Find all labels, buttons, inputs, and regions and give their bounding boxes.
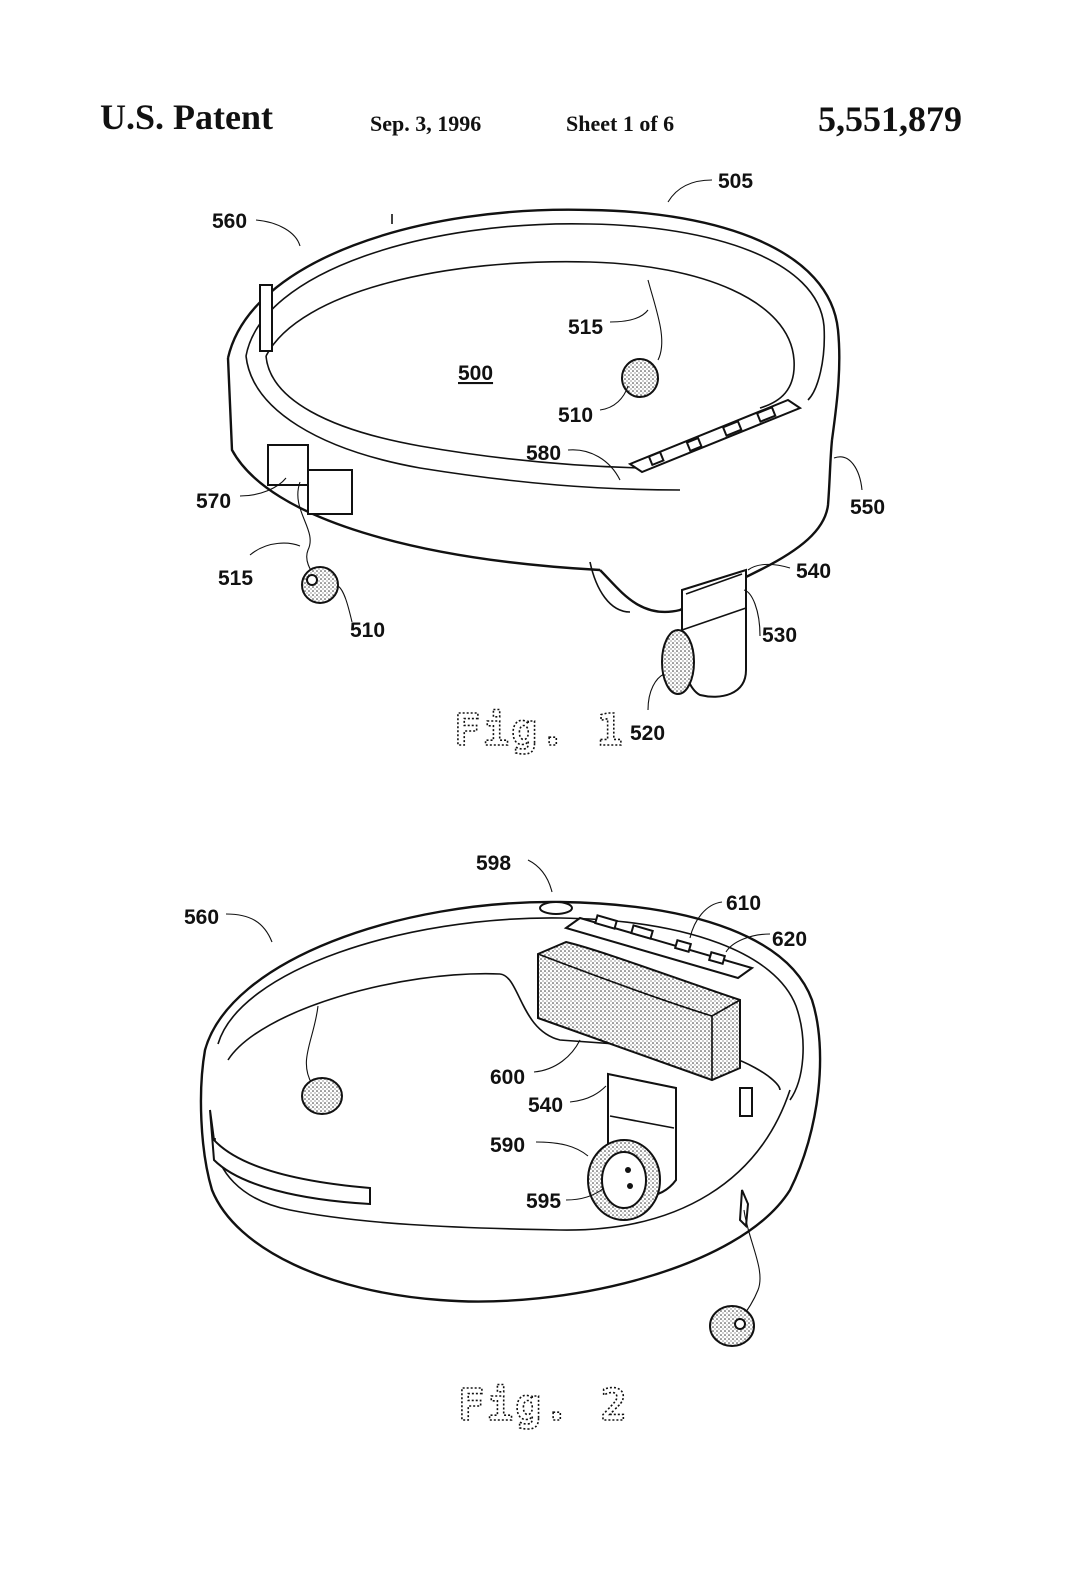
- ref-580: 580: [526, 442, 561, 465]
- ref-510: 510: [558, 404, 593, 427]
- patent-number: 5,551,879: [818, 99, 962, 139]
- figure-2-drawing: 598 560 610 620 600 540 590 595 Fig. 2: [184, 852, 822, 1432]
- control-panel: [627, 398, 803, 474]
- leader-lines-2: [225, 859, 771, 1201]
- robot-rim-inner: [245, 222, 826, 491]
- figure-1-drawing: 505 560 515 500 510 580 550 570 515 510 …: [196, 170, 885, 757]
- ref-515b: 515: [218, 567, 253, 590]
- figure-2-caption: Fig. 2: [458, 1380, 629, 1431]
- ref-500: 500: [458, 362, 493, 385]
- ref-515: 515: [568, 316, 603, 339]
- inner-ring-floor: [227, 972, 781, 1091]
- ref-570: 570: [196, 490, 231, 513]
- ref-520: 520: [630, 722, 665, 745]
- patent-title: U.S. Patent: [100, 97, 273, 137]
- robot-base-outer: [199, 900, 822, 1303]
- battery-block: [537, 940, 741, 1082]
- ref-510b: 510: [350, 619, 385, 642]
- ref-560: 560: [212, 210, 247, 233]
- ref-590: 590: [490, 1134, 525, 1157]
- interior-sensor-2: [301, 1005, 343, 1115]
- ref-505: 505: [718, 170, 753, 193]
- tethered-sensor: [297, 481, 339, 604]
- ref-600: 600: [490, 1066, 525, 1089]
- drive-wheel-assembly: [661, 568, 747, 698]
- ref-560: 560: [184, 906, 219, 929]
- ref-540: 540: [528, 1094, 563, 1117]
- bumper-band: [209, 1087, 753, 1206]
- figure-1-caption: Fig. 1: [454, 705, 625, 756]
- tethered-sensor-2: [709, 1189, 761, 1347]
- figure-2-reference-labels: 598 560 610 620 600 540 590 595: [184, 852, 807, 1213]
- leader-lines: [239, 179, 863, 711]
- ref-598: 598: [476, 852, 511, 875]
- ref-540: 540: [796, 560, 831, 583]
- ref-550: 550: [850, 496, 885, 519]
- figure-1-reference-labels: 505 560 515 500 510 580 550 570 515 510 …: [196, 170, 885, 745]
- ref-530: 530: [762, 624, 797, 647]
- patent-date: Sep. 3, 1996: [370, 111, 482, 136]
- sheet-number: Sheet 1 of 6: [566, 111, 675, 136]
- interior-sensor: [621, 279, 663, 398]
- ref-610: 610: [726, 892, 761, 915]
- drive-wheel-2: [587, 1072, 677, 1221]
- robot-body-outer: [226, 208, 841, 613]
- ref-595: 595: [526, 1190, 561, 1213]
- side-window: [267, 444, 353, 515]
- control-panel-2: [539, 901, 755, 980]
- ref-620: 620: [772, 928, 807, 951]
- left-sensor-strip: [259, 214, 393, 352]
